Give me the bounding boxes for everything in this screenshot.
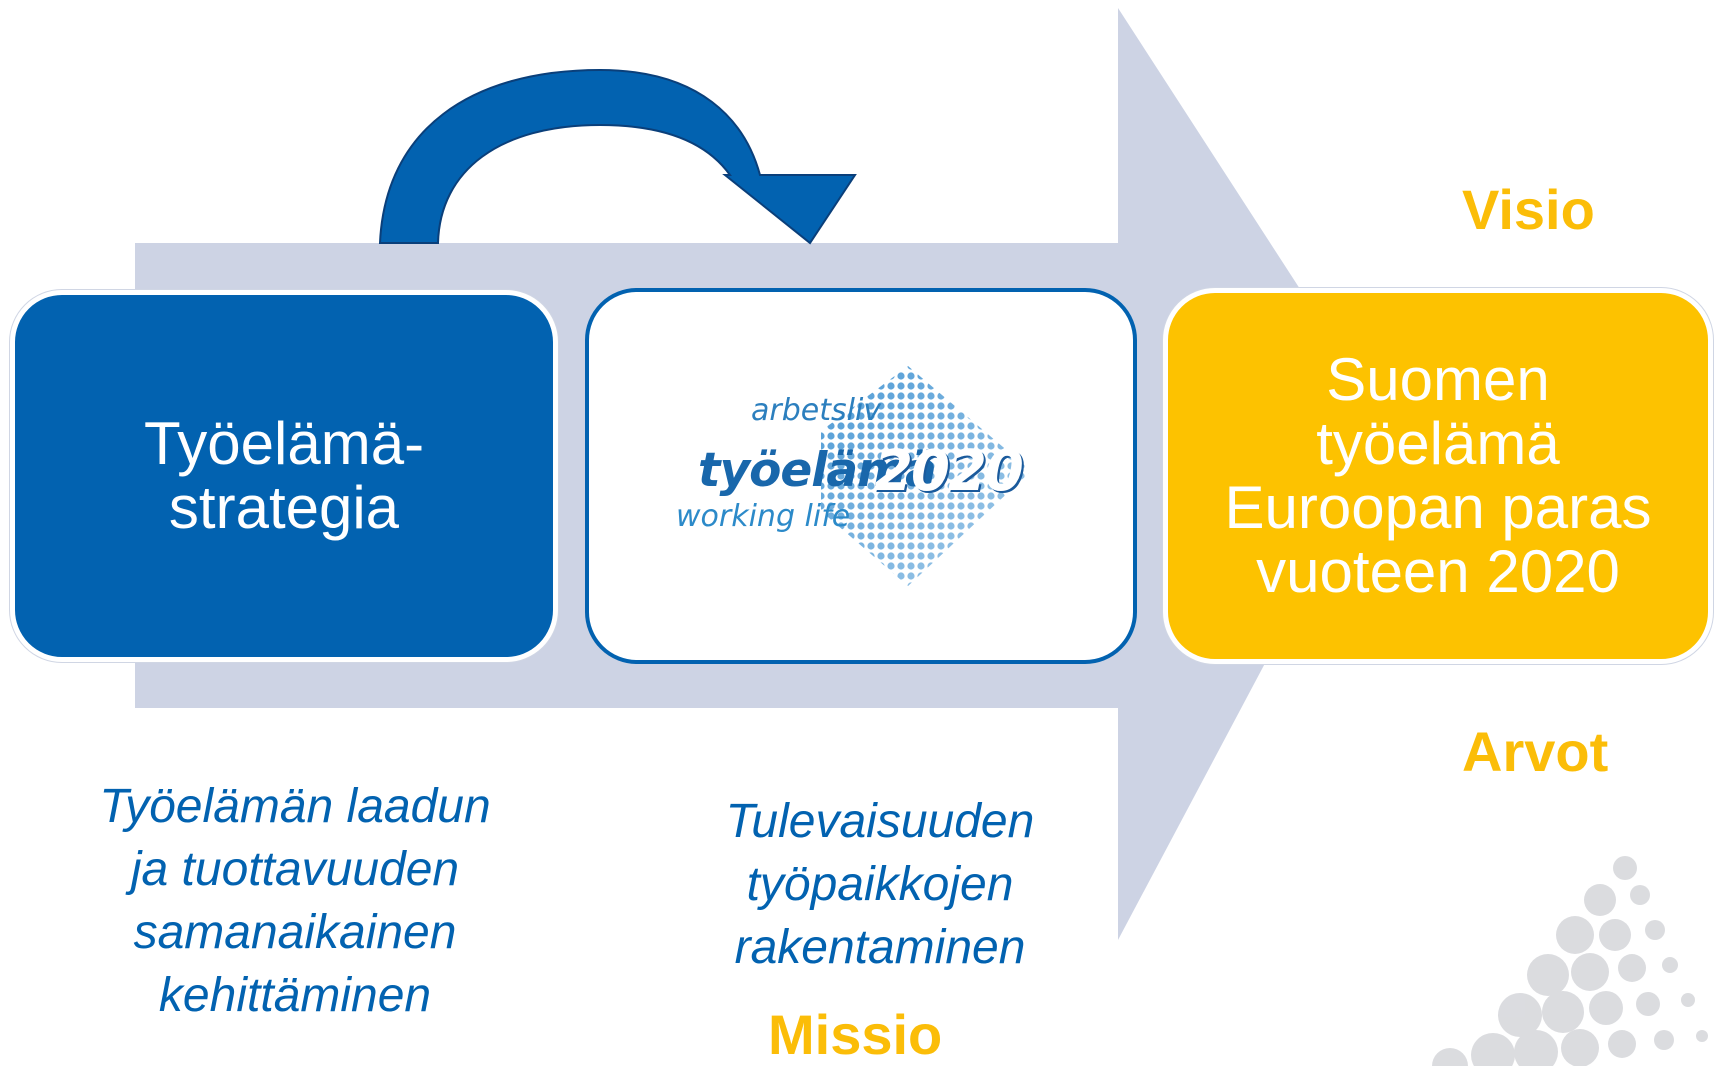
description-line: ja tuottavuuden [130, 843, 460, 896]
vision-line: Euroopan paras [1224, 474, 1652, 541]
strategy-text: Työelämä- strategia [144, 412, 424, 540]
label-arvot: Arvot [1462, 720, 1609, 783]
vision-line: vuoteen 2020 [1256, 538, 1620, 605]
future-description: Tulevaisuuden työpaikkojen rakentaminen [680, 790, 1080, 979]
strategy-line: Työelämä- [143, 410, 425, 477]
curved-arrow [378, 68, 857, 245]
logo-year: 2020 [874, 439, 1024, 504]
vision-text: Suomen työelämä Euroopan paras vuoteen 2… [1225, 348, 1652, 604]
vision-line: työelämä [1316, 410, 1560, 477]
label-missio: Missio [768, 1003, 943, 1066]
description-line: työpaikkojen [746, 858, 1014, 911]
logo-working-life: working life [676, 499, 851, 534]
logo-box: arbetsliv työelämä 2020 working life [585, 288, 1137, 664]
vision-box: Suomen työelämä Euroopan paras vuoteen 2… [1163, 288, 1713, 664]
strategy-box: Työelämä- strategia [10, 290, 558, 662]
dot-pattern [1432, 856, 1708, 1066]
tyoelama-2020-logo: arbetsliv työelämä 2020 working life [676, 361, 1046, 591]
logo-arbetsliv: arbetsliv [751, 393, 882, 428]
vision-line: Suomen [1326, 346, 1550, 413]
description-line: Työelämän laadun [99, 780, 491, 833]
description-line: Tulevaisuuden [725, 795, 1035, 848]
description-line: samanaikainen [133, 906, 457, 959]
label-visio: Visio [1462, 178, 1595, 241]
quality-description: Työelämän laadun ja tuottavuuden samanai… [55, 775, 535, 1027]
logo-dot-graphic [821, 366, 1031, 586]
strategy-line: strategia [168, 474, 400, 541]
description-line: rakentaminen [734, 921, 1026, 974]
logo-tyoelama: työelämä [698, 443, 937, 498]
description-line: kehittäminen [158, 969, 432, 1022]
